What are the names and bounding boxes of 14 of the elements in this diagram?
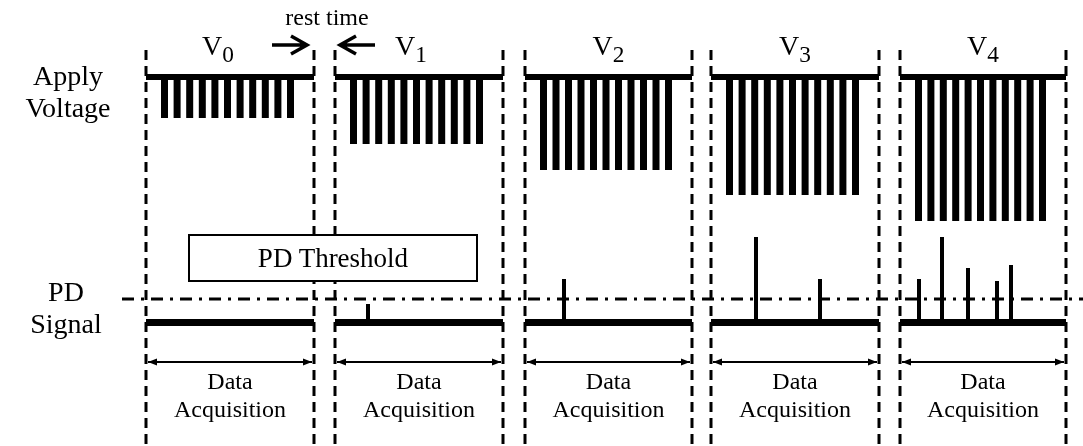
voltage-level-label: V$_{2}$	[591, 30, 626, 68]
annotation-label: rest time	[284, 4, 370, 32]
interval-label: Data Acquisition	[738, 368, 852, 424]
interval-label: Data Acquisition	[362, 368, 476, 424]
voltage-level-label: V$_{1}$	[394, 30, 428, 68]
voltage-level-label: V$_{3}$	[778, 30, 812, 68]
threshold-box: PD Threshold	[188, 234, 478, 282]
interval-label: Data Acquisition	[173, 368, 287, 424]
interval-label: Data Acquisition	[926, 368, 1040, 424]
voltage-level-label: V$_{4}$	[966, 30, 1000, 68]
voltage-level-label: V$_{0}$	[201, 30, 235, 68]
row-label: Apply Voltage	[24, 60, 112, 125]
interval-label: Data Acquisition	[551, 368, 666, 424]
row-label: PD Signal	[29, 276, 103, 341]
